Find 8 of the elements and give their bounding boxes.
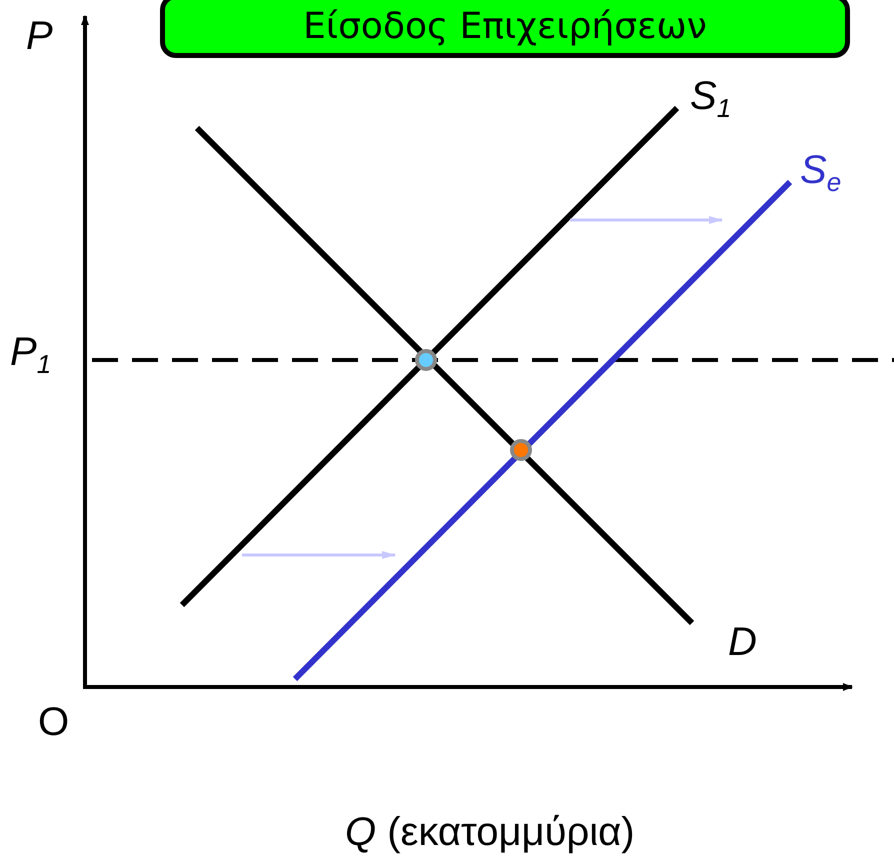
curve-label: S$_{1}$ <box>690 76 732 121</box>
origin-label: O <box>38 702 70 742</box>
price-label: P$_{1}$ <box>10 332 52 377</box>
title-banner: Είσοδος Επιχειρήσεων <box>160 0 850 58</box>
axis-label: P <box>26 16 53 56</box>
curve-label: D <box>728 622 757 662</box>
axis-label: Q (εκατομμύρια) <box>345 812 635 852</box>
curve-label: S$_{e}$ <box>800 150 842 195</box>
